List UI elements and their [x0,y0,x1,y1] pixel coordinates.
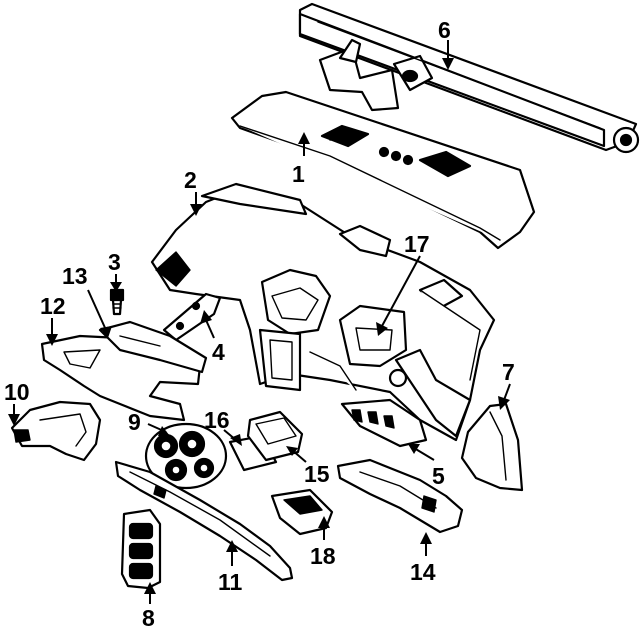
callout-17: 17 [404,231,430,257]
leader-4 [205,319,215,339]
arrow-15 [286,446,298,456]
part-2-instrument-panel [150,182,496,442]
callout-2: 2 [184,167,197,193]
callout-11: 11 [218,569,243,595]
callout-5: 5 [432,463,445,489]
callout-12: 12 [40,293,66,319]
part-6-crossbeam [298,2,640,154]
arrow-1 [298,132,310,144]
arrow-12 [46,334,58,346]
arrow-6 [442,58,454,70]
arrow-16 [230,434,242,446]
part-7-end-trim [460,402,524,492]
arrow-17 [376,322,388,336]
callout-13: 13 [62,263,88,289]
callout-14: 14 [410,559,436,585]
part-8-vent-grille [120,508,162,590]
leader-17 [381,255,421,327]
callout-3: 3 [108,249,121,275]
callout-6: 6 [438,17,451,43]
callout-1: 1 [292,161,305,187]
callout-15: 15 [304,461,330,487]
arrow-2 [190,204,202,216]
arrow-5 [408,444,420,454]
arrow-14 [420,532,432,544]
leader-5 [413,447,435,461]
part-5-duct [340,398,428,448]
callout-18: 18 [310,543,336,569]
leader-lines [8,40,511,604]
callout-8: 8 [142,605,155,631]
callout-7: 7 [502,359,515,385]
arrow-4 [200,310,212,324]
arrow-7 [498,396,510,410]
part-3-screw [109,288,125,316]
callout-9: 9 [128,409,141,435]
callout-labels: 6 1 2 17 3 13 12 4 7 10 9 16 15 5 18 14 … [4,17,515,631]
part-14-knee-bolster [336,458,464,534]
callout-10: 10 [4,379,30,405]
part-12-lower-trim-panel [40,320,208,422]
part-10-end-cap [10,400,102,462]
part-9-cluster-bezel [144,422,228,490]
callout-4: 4 [212,339,225,365]
arrow-18 [318,516,330,528]
leader-7 [503,383,511,401]
part-11-lower-garnish [114,460,294,582]
arrow-8 [144,582,156,594]
leader-13 [87,289,107,331]
arrow-3 [110,282,122,292]
callout-16: 16 [204,407,230,433]
arrow-11 [226,540,238,552]
arrow-10 [8,414,20,426]
arrow-13 [100,326,112,338]
arrow-9 [158,426,170,436]
